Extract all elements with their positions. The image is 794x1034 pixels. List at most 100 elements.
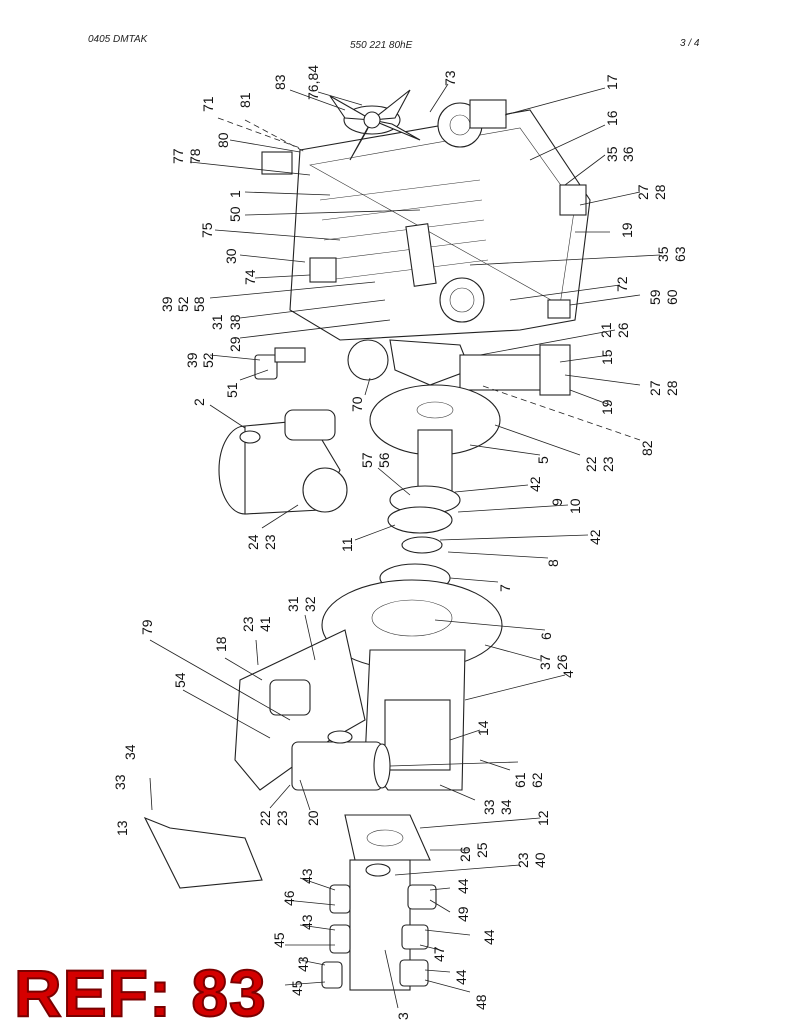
callout: 26 xyxy=(554,654,570,670)
callout: 1 xyxy=(227,190,243,198)
callout: 31 xyxy=(209,314,225,330)
callout: 70 xyxy=(349,396,365,412)
coupling-stack xyxy=(379,485,461,618)
callout: 35 xyxy=(604,146,620,162)
callout: 44 xyxy=(453,969,469,985)
flange-plate xyxy=(369,384,501,496)
header-page-number: 3 / 4 xyxy=(680,38,700,49)
callout: 36 xyxy=(620,146,636,162)
callout: 23 xyxy=(274,810,290,826)
callout: 32 xyxy=(302,596,318,612)
callout: 44 xyxy=(455,878,471,894)
frame-bracket xyxy=(234,629,366,791)
callout: 48 xyxy=(473,994,489,1010)
callout: 73 xyxy=(442,70,458,86)
header-part-number: 550 221 80hE xyxy=(350,40,413,51)
callout: 72 xyxy=(614,276,630,292)
callout: 42 xyxy=(587,529,603,545)
callout: 21 xyxy=(598,322,614,338)
callout: 27 xyxy=(647,380,663,396)
callout: 35 xyxy=(655,246,671,262)
callout: 23 xyxy=(240,616,256,632)
callout: 24 xyxy=(245,534,261,550)
callout: 31 xyxy=(285,596,301,612)
callout: 39 xyxy=(184,352,200,368)
hydraulic-fittings xyxy=(321,884,437,989)
callout: 26 xyxy=(457,846,473,862)
callout: 71 xyxy=(200,96,216,112)
callout: 45 xyxy=(289,980,305,996)
callout: 23 xyxy=(262,534,278,550)
callout: 54 xyxy=(172,672,188,688)
callout: 83 xyxy=(272,74,288,90)
callout: 33 xyxy=(481,799,497,815)
callout: 3 xyxy=(395,1012,411,1020)
callout: 6 xyxy=(538,632,554,640)
cover-plate xyxy=(143,816,263,889)
callout: 56 xyxy=(376,452,392,468)
pump-housing xyxy=(364,649,466,791)
callout: 19 xyxy=(619,222,635,238)
callout: 49 xyxy=(455,906,471,922)
bell-housing xyxy=(347,339,571,396)
solenoid-assembly xyxy=(254,347,306,380)
callout: 63 xyxy=(672,246,688,262)
callout: 37 xyxy=(537,654,553,670)
callout: 80 xyxy=(215,132,231,148)
callout: 39 xyxy=(159,296,175,312)
callout: 30 xyxy=(223,248,239,264)
callout: 50 xyxy=(227,206,243,222)
callout: 52 xyxy=(200,352,216,368)
callout: 9 xyxy=(549,498,565,506)
callout: 14 xyxy=(475,720,491,736)
leader-lines xyxy=(149,83,661,1009)
callout: 77 xyxy=(170,148,186,164)
callout: 28 xyxy=(664,380,680,396)
callout: 28 xyxy=(652,184,668,200)
callout: 34 xyxy=(498,799,514,815)
callout: 81 xyxy=(237,92,253,108)
engine-block xyxy=(261,99,591,341)
callout: 61 xyxy=(512,772,528,788)
callout: 17 xyxy=(604,74,620,90)
callout: 82 xyxy=(639,440,655,456)
callout: 13 xyxy=(114,820,130,836)
callout: 43 xyxy=(299,914,315,930)
callout: 16 xyxy=(604,110,620,126)
callout: 43 xyxy=(295,956,311,972)
callout: 15 xyxy=(599,349,615,365)
callout-labels: 83 76,84 73 17 71 81 80 16 35 36 77 78 1… xyxy=(112,65,688,1020)
air-filter xyxy=(218,409,348,515)
callout: 12 xyxy=(535,810,551,826)
callout: 8 xyxy=(545,559,561,567)
callout: 4 xyxy=(560,670,576,678)
cooling-fan xyxy=(329,89,421,161)
callout: 74 xyxy=(242,269,258,285)
callout: 52 xyxy=(175,296,191,312)
callout: 22 xyxy=(583,456,599,472)
callout: 43 xyxy=(299,868,315,884)
callout: 23 xyxy=(515,852,531,868)
callout: 5 xyxy=(535,456,551,464)
callout: 40 xyxy=(532,852,548,868)
callout: 38 xyxy=(227,314,243,330)
callout: 44 xyxy=(481,929,497,945)
callout: 25 xyxy=(474,842,490,858)
callout: 78 xyxy=(187,148,203,164)
header-doc-code: 0405 DMTAK xyxy=(88,34,148,45)
callout: 2 xyxy=(191,398,207,406)
reference-stamp: REF: 83 xyxy=(13,956,267,1030)
callout: 46 xyxy=(281,890,297,906)
callout: 33 xyxy=(112,774,128,790)
callout: 19 xyxy=(599,399,615,415)
callout: 45 xyxy=(271,932,287,948)
callout: 47 xyxy=(431,946,447,962)
callout: 57 xyxy=(359,452,375,468)
callout: 26 xyxy=(615,322,631,338)
callout: 34 xyxy=(122,744,138,760)
callout: 59 xyxy=(647,289,663,305)
callout: 20 xyxy=(305,810,321,826)
callout: 58 xyxy=(191,296,207,312)
callout: 60 xyxy=(664,289,680,305)
